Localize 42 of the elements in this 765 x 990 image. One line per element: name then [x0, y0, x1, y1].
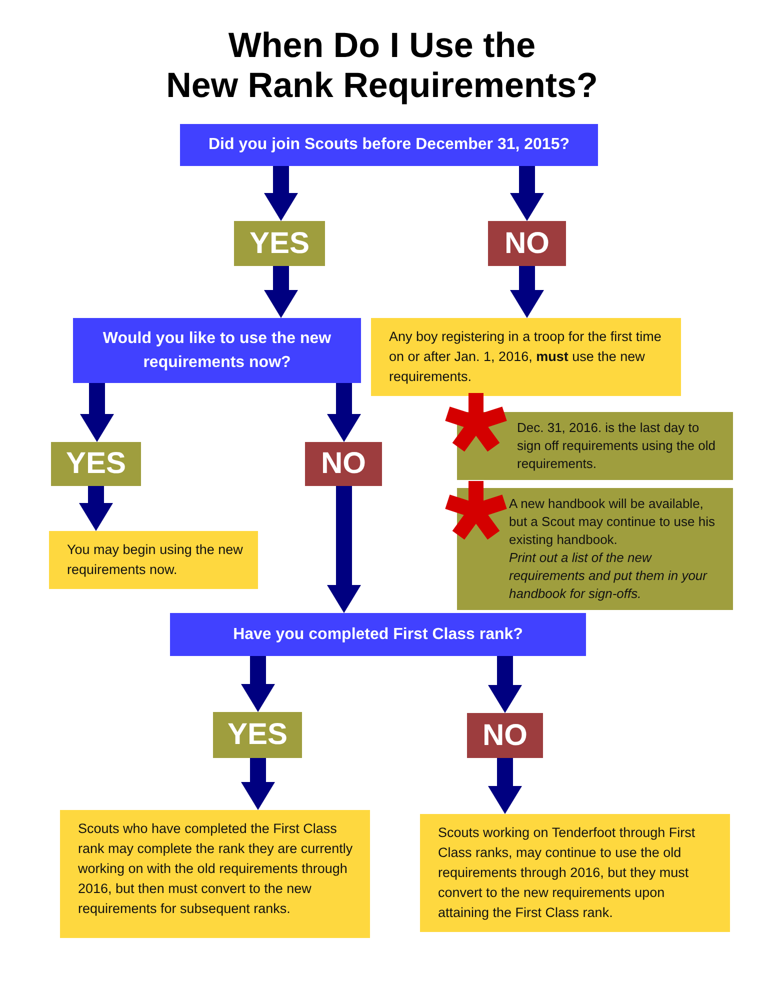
question-text: Did you join Scouts before December 31, 2015?: [208, 135, 570, 155]
question-box: [170, 613, 586, 656]
answer-text: YES: [66, 447, 126, 481]
arrow: [241, 656, 275, 712]
answer-text: NO: [321, 447, 366, 481]
arrow: [510, 266, 544, 318]
info-box: [49, 531, 258, 589]
info-box: [420, 814, 730, 932]
yes-box: [234, 221, 325, 266]
answer-text: YES: [227, 718, 288, 752]
arrow: [327, 383, 361, 442]
info-text: Scouts working on Tenderfoot through First Class ranks, may continue to use the old requirements through 2016, but they must convert to the new requirements upon attaining the First Class rank.: [438, 824, 696, 922]
info-box: [371, 318, 681, 396]
arrow: [488, 758, 522, 814]
question-box: [73, 318, 361, 383]
info-text: Any boy registering in a troop for the first time on or after Jan. 1, 2016, must use the new requirements.: [389, 328, 662, 386]
answer-text: NO: [482, 718, 528, 752]
arrow: [327, 486, 361, 613]
note-text: Dec. 31, 2016. is the last day to sign off requirements using the old requirements.: [517, 419, 716, 473]
info-text: You may begin using the new requirements now.: [67, 541, 244, 579]
no-box: [488, 221, 566, 266]
arrow: [80, 383, 114, 442]
arrow: [510, 166, 544, 221]
title: When Do I Use the New Rank Requirements?: [165, 26, 599, 106]
question-box: [180, 124, 598, 166]
info-box: [60, 810, 370, 938]
arrow: [79, 486, 113, 531]
answer-text: YES: [249, 226, 310, 260]
question-text: Have you completed First Class rank?: [233, 624, 523, 644]
arrow: [488, 656, 522, 713]
no-box: [467, 713, 543, 758]
note-text: A new handbook will be available, but a Scout may continue to use his existing handbook.: [509, 495, 716, 549]
answer-text: NO: [504, 226, 550, 260]
yes-box: [213, 712, 302, 758]
yes-box: [51, 442, 141, 486]
info-text: Scouts who have completed the First Class rank may complete the rank they are currently working on with the old requirements through 2016, but then must convert to the new requirements for subsequent ranks.: [78, 820, 354, 918]
arrow: [241, 758, 275, 810]
question-text: Would you like to use the new requirements now?: [102, 328, 332, 372]
arrow: [264, 166, 298, 221]
no-box: [305, 442, 382, 486]
arrow: [264, 266, 298, 318]
note-text: Print out a list of the new requirements and put them in your handbook for sign-offs.: [509, 549, 708, 603]
